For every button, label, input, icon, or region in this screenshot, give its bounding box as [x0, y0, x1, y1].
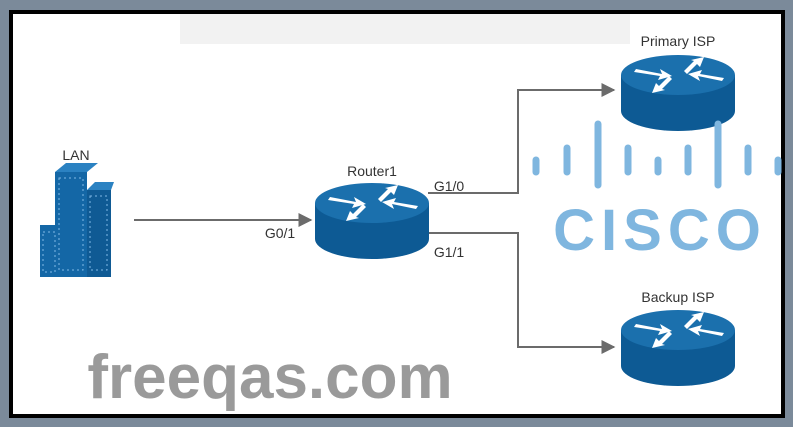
- link-router1-primary-isp: [428, 83, 616, 194]
- cisco-logo: CISCO: [532, 120, 782, 263]
- cisco-logo-text: CISCO: [553, 198, 767, 263]
- router1-label: Router1: [347, 163, 397, 179]
- backup-isp-router-icon: [621, 310, 735, 386]
- router1-icon: [315, 183, 429, 259]
- watermark-text: freeqas.com: [87, 343, 452, 412]
- lan-label: LAN: [62, 147, 89, 163]
- primary-isp-router-icon: [621, 55, 735, 131]
- link-router1-backup-isp: [428, 232, 616, 354]
- backup-isp-label: Backup ISP: [641, 289, 714, 305]
- lan-building-icon: [40, 163, 114, 277]
- interface-g1-0-label: G1/0: [434, 178, 465, 194]
- primary-isp-label: Primary ISP: [641, 33, 716, 49]
- interface-g1-1-label: G1/1: [434, 244, 465, 260]
- interface-g0-1-label: G0/1: [265, 225, 296, 241]
